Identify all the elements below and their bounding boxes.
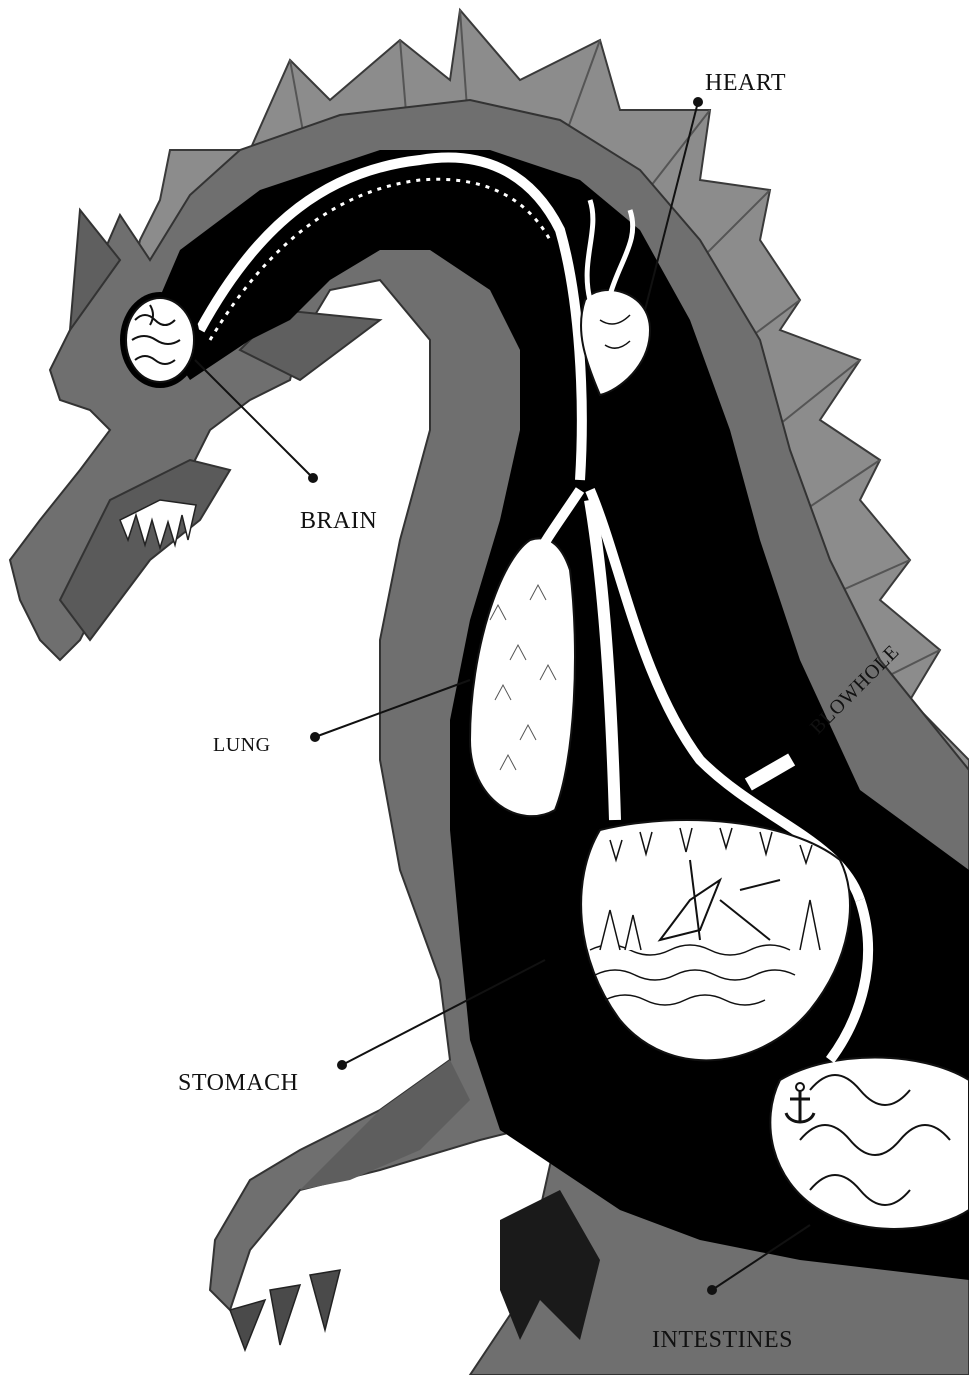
heart-leader-dot [693, 97, 703, 107]
stomach-leader-dot [337, 1060, 347, 1070]
intestines-label: INTESTINES [652, 1327, 793, 1353]
brain-organ [120, 292, 200, 388]
lung-leader-dot [310, 732, 320, 742]
heart-label: HEART [705, 70, 786, 96]
brain-label: BRAIN [300, 508, 377, 534]
intestines-leader-dot [707, 1285, 717, 1295]
brain-leader-dot [308, 473, 318, 483]
stomach-label: STOMACH [178, 1070, 298, 1096]
lung-label: LUNG [213, 734, 271, 756]
